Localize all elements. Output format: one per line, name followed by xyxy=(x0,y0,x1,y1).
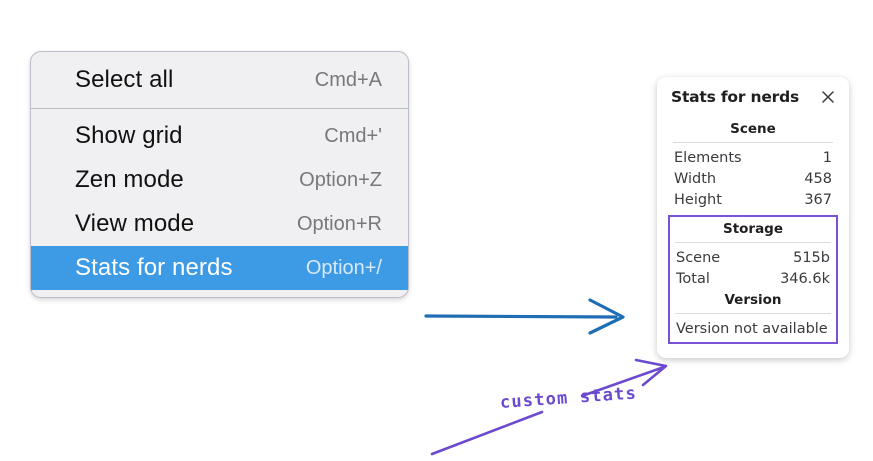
section-rule xyxy=(675,242,831,243)
stat-row: Width 458 xyxy=(668,168,838,189)
close-icon[interactable] xyxy=(820,89,836,105)
menu-item-label: Select all xyxy=(75,66,174,93)
menu-item-view-mode[interactable]: View mode Option+R xyxy=(31,202,408,246)
menu-item-label: Stats for nerds xyxy=(75,254,233,281)
section-heading: Scene xyxy=(730,121,776,137)
menu-item-shortcut: Cmd+A xyxy=(314,68,382,91)
menu-group-1: Select all Cmd+A xyxy=(31,58,408,102)
menu-item-shortcut: Cmd+' xyxy=(324,124,382,147)
menu-item-shortcut: Option+/ xyxy=(305,256,382,279)
menu-group-2: Show grid Cmd+' Zen mode Option+Z View m… xyxy=(31,114,408,290)
section-scene: Scene Elements 1 Width 458 Height 367 xyxy=(668,118,838,210)
stat-key: Scene xyxy=(676,249,721,266)
section-heading: Version xyxy=(724,292,782,308)
version-note: Version not available xyxy=(676,321,828,337)
stat-key: Total xyxy=(676,270,710,287)
blue-arrow-icon xyxy=(424,298,625,335)
stat-row: Height 367 xyxy=(668,189,838,210)
context-menu: Select all Cmd+A Show grid Cmd+' Zen mod… xyxy=(30,51,409,298)
section-rule xyxy=(675,313,831,314)
menu-item-zen-mode[interactable]: Zen mode Option+Z xyxy=(31,158,408,202)
menu-item-label: View mode xyxy=(75,210,195,237)
menu-item-label: Show grid xyxy=(75,122,183,149)
custom-stats-highlight-box: Storage Scene 515b Total 346.6k Version … xyxy=(668,215,838,344)
stat-key: Elements xyxy=(674,149,742,166)
stats-for-nerds-panel: Stats for nerds Scene Elements 1 Width 4… xyxy=(657,77,849,358)
stat-value: 458 xyxy=(804,170,832,187)
menu-item-shortcut: Option+R xyxy=(296,212,382,235)
menu-item-label: Zen mode xyxy=(75,166,184,193)
panel-header: Stats for nerds xyxy=(668,88,838,106)
stat-value: 367 xyxy=(804,191,832,208)
menu-item-show-grid[interactable]: Show grid Cmd+' xyxy=(31,114,408,158)
stat-value: 346.6k xyxy=(780,270,830,287)
stat-row: Total 346.6k xyxy=(670,268,836,289)
section-heading: Storage xyxy=(722,221,784,237)
custom-stats-annotation-label: custom stats xyxy=(499,383,638,413)
stat-key: Height xyxy=(674,191,722,208)
menu-item-select-all[interactable]: Select all Cmd+A xyxy=(31,58,408,102)
stat-key: Width xyxy=(674,170,717,187)
stat-value: 1 xyxy=(822,149,832,166)
stat-row: Elements 1 xyxy=(668,147,838,168)
menu-divider xyxy=(31,108,408,109)
menu-item-stats-for-nerds[interactable]: Stats for nerds Option+/ xyxy=(31,246,408,290)
panel-title: Stats for nerds xyxy=(671,88,800,106)
stat-row: Scene 515b xyxy=(670,247,836,268)
section-rule xyxy=(673,142,833,143)
menu-item-shortcut: Option+Z xyxy=(299,168,382,191)
section-storage: Storage Scene 515b Total 346.6k xyxy=(670,218,836,289)
section-version: Version Version not available xyxy=(670,289,836,338)
stat-value: 515b xyxy=(793,249,830,266)
